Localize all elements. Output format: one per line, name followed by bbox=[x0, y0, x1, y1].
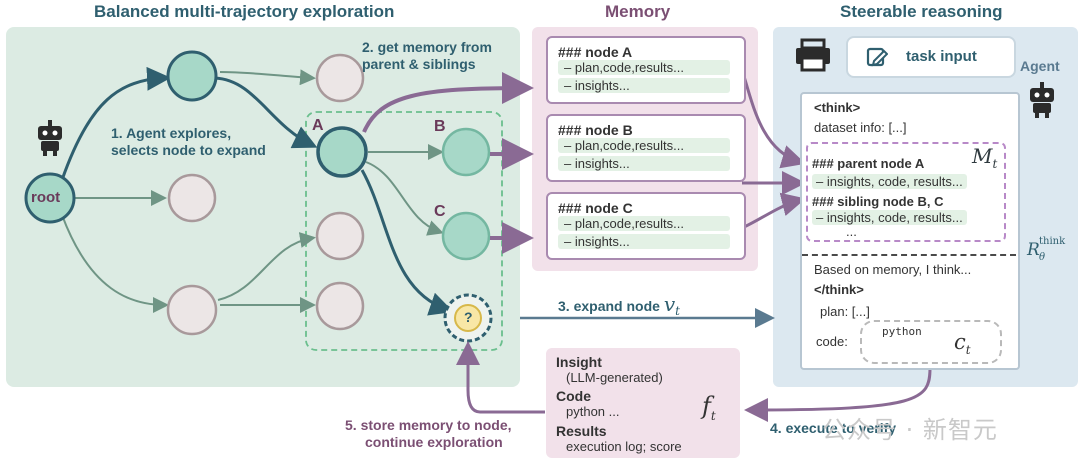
code-block: python ct bbox=[860, 320, 1002, 364]
think-close-tag: </think> bbox=[814, 282, 864, 297]
parent-detail-line: – insights, code, results... bbox=[812, 174, 967, 189]
memory-symbol: Mt bbox=[972, 144, 998, 171]
edge-upper-a bbox=[214, 76, 318, 149]
result-panel: Insight (LLM-generated) Code python ... … bbox=[546, 348, 740, 458]
agent-label: Agent bbox=[1020, 58, 1060, 74]
exploration-title: Balanced multi-trajectory exploration bbox=[94, 2, 395, 21]
python-label: python bbox=[882, 325, 922, 338]
grey-node-lower1[interactable] bbox=[315, 211, 365, 261]
new-node-symbol: ? bbox=[464, 309, 473, 325]
f-symbol: ft bbox=[702, 392, 716, 423]
new-node-core bbox=[454, 304, 482, 332]
watermark: 公众号 · 新智元 bbox=[822, 416, 998, 444]
memory-node-b[interactable]: ### node B – plan,code,results... – insi… bbox=[546, 114, 746, 182]
step1-label: 1. Agent explores, selects node to expan… bbox=[111, 125, 266, 158]
robot-icon bbox=[38, 120, 62, 156]
context-ellipsis: ... bbox=[846, 224, 857, 239]
task-input-box[interactable]: task input bbox=[846, 36, 1016, 78]
edge-root-upper bbox=[60, 66, 171, 181]
insight-title: Insight bbox=[556, 354, 602, 370]
grey-node-lower2[interactable] bbox=[315, 281, 365, 331]
reasoning-divider bbox=[802, 254, 1016, 256]
arrow-a-memory bbox=[362, 72, 534, 133]
upper-node[interactable] bbox=[166, 50, 218, 102]
code-label: code: bbox=[816, 334, 848, 349]
grey-node-bottom[interactable] bbox=[166, 284, 218, 336]
sibling-detail-line: – insights, code, results... bbox=[812, 210, 967, 225]
edge-lower-grey1 bbox=[217, 232, 316, 301]
task-input-label: task input bbox=[906, 48, 977, 65]
memory-node-c[interactable]: ### node C – plan,code,results... – insi… bbox=[546, 192, 746, 260]
node-a-label: A bbox=[312, 117, 324, 134]
memory-node-c-line1: – plan,code,results... bbox=[558, 216, 730, 231]
code-detail: python ... bbox=[566, 404, 620, 419]
memory-node-b-line1: – plan,code,results... bbox=[558, 138, 730, 153]
node-c-label: C bbox=[434, 203, 446, 220]
agent-robot-icon bbox=[1030, 82, 1054, 118]
code-symbol: ct bbox=[954, 330, 971, 358]
edit-icon bbox=[866, 47, 888, 67]
memory-title: Memory bbox=[605, 2, 671, 21]
root-node[interactable] bbox=[24, 172, 76, 224]
node-b[interactable] bbox=[441, 127, 491, 177]
root-label: root bbox=[31, 189, 61, 206]
memory-node-b-title: ### node B bbox=[558, 122, 633, 138]
results-detail: execution log; score bbox=[566, 439, 682, 454]
edge-root-lower bbox=[61, 214, 169, 313]
memory-context-region: ### parent node A – insights, code, resu… bbox=[806, 142, 1006, 242]
reasoning-title: Steerable reasoning bbox=[840, 2, 1003, 21]
memory-node-a-line1: – plan,code,results... bbox=[558, 60, 730, 75]
edge-a-c bbox=[365, 161, 444, 236]
memory-node-b-line2: – insights... bbox=[558, 156, 730, 171]
code-title: Code bbox=[556, 388, 591, 404]
arrow-memory-a-reasoning bbox=[740, 69, 806, 169]
memory-node-a-line2: – insights... bbox=[558, 78, 730, 93]
arrow-store bbox=[456, 341, 545, 414]
memory-node-c-title: ### node C bbox=[558, 200, 633, 216]
plan-line: plan: [...] bbox=[820, 304, 870, 319]
node-c[interactable] bbox=[441, 211, 491, 261]
memory-node-a-title: ### node A bbox=[558, 44, 633, 60]
exploration-panel bbox=[6, 27, 520, 387]
step4-label: 4. execute to verify bbox=[770, 420, 897, 436]
node-b-label: B bbox=[434, 118, 446, 135]
based-on-line: Based on memory, I think... bbox=[814, 262, 972, 277]
dataset-info-line: dataset info: [...] bbox=[814, 120, 907, 135]
edge-upper-grey bbox=[219, 69, 316, 86]
grey-node-mid[interactable] bbox=[167, 173, 217, 223]
think-panel: <think> dataset info: [...] ### parent n… bbox=[800, 92, 1020, 370]
printer-icon bbox=[796, 38, 830, 72]
sibling-nodes-line: ### sibling node B, C bbox=[812, 194, 944, 209]
arrow-memory-c-reasoning bbox=[741, 192, 806, 230]
insight-detail: (LLM-generated) bbox=[566, 370, 663, 385]
parent-node-line: ### parent node A bbox=[812, 156, 925, 171]
grey-node-top[interactable] bbox=[315, 53, 365, 103]
node-a[interactable] bbox=[316, 126, 368, 178]
memory-node-a[interactable]: ### node A – plan,code,results... – insi… bbox=[546, 36, 746, 104]
step5-label: 5. store memory to node, continue explor… bbox=[345, 417, 512, 450]
step2-label: 2. get memory from parent & siblings bbox=[362, 39, 492, 72]
think-open-tag: <think> bbox=[814, 100, 861, 115]
memory-node-c-line2: – insights... bbox=[558, 234, 730, 249]
arrow-execute bbox=[744, 367, 932, 422]
edge-a-new bbox=[360, 169, 454, 316]
results-title: Results bbox=[556, 423, 607, 439]
step3-label: 3. expand node vt bbox=[558, 292, 680, 318]
